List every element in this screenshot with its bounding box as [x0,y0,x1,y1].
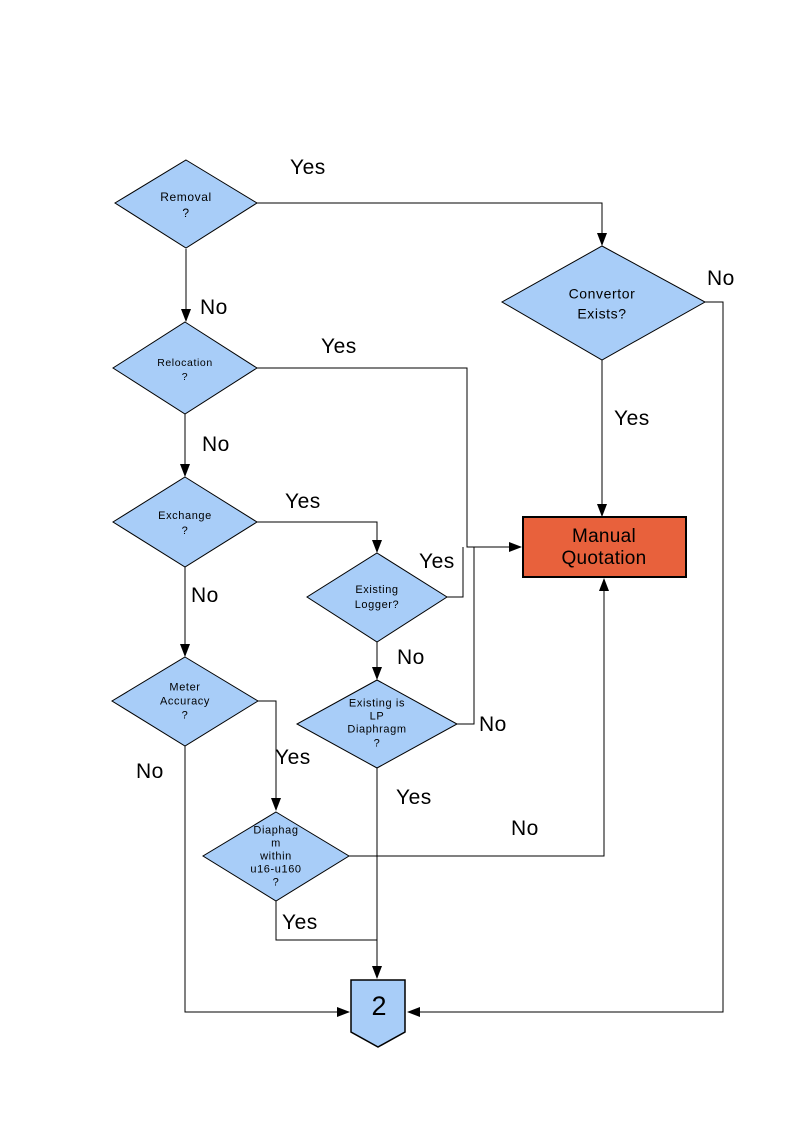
removal-diamond [114,159,258,249]
meter-accuracy-yes-label: Yes [275,746,311,769]
removal-no-label: No [200,296,228,319]
convertor-exists-diamond [500,245,707,361]
meter-accuracy-label: Meter Accuracy ? [159,681,211,721]
exchange-yes-label: Yes [285,490,321,513]
convertor-exists-label: Convertor Exists? [568,285,636,321]
edge-diaphragm-range-yes [275,901,377,941]
edge-meter-accuracy-no [184,746,350,1017]
manual-quotation-box [522,516,687,578]
exchange-label: Exchange ? [158,510,212,537]
diaphragm-range-no-label: No [511,817,539,840]
edge-exchange-yes [257,521,382,553]
existing-logger-diamond [306,552,448,643]
manual-quotation-label: Manual Quotation [561,526,647,569]
lp-diaphragm-no-label: No [479,713,507,736]
exchange-no-label: No [191,584,219,607]
diaphragm-range-yes-label: Yes [282,911,318,934]
relocation-diamond [112,321,258,415]
relocation-yes-label: Yes [321,335,357,358]
convertor-no-label: No [707,267,735,290]
removal-label: Removal ? [160,189,212,220]
edge-convertor-no [407,301,724,1017]
diaphragm-range-diamond [202,811,350,902]
existing-logger-label: Existing Logger? [354,584,400,611]
edge-diaphragm-range-no [349,578,609,857]
meter-accuracy-diamond [111,656,259,747]
lp-diaphragm-yes-label: Yes [396,786,432,809]
edge-lp-diaphragm-no [457,547,475,725]
meter-accuracy-no-label: No [136,760,164,783]
lp-diaphragm-label: Existing is LP Diaphragm ? [347,697,407,750]
edge-removal-yes [257,202,607,246]
edge-meter-accuracy-yes [258,700,281,811]
relocation-label: Relocation ? [157,356,213,383]
existing-logger-no-label: No [397,646,425,669]
edge-existing-logger-yes [447,547,464,598]
exchange-diamond [112,476,258,568]
edge-relocation-yes [257,367,522,552]
offpage-connector-label: 2 [371,990,387,1021]
diaphragm-range-label: Diaphag m within u16-u160 ? [250,824,302,889]
offpage-connector-shape [350,979,406,1048]
relocation-no-label: No [202,433,230,456]
existing-logger-yes-label: Yes [419,550,455,573]
removal-yes-label: Yes [290,156,326,179]
lp-diaphragm-diamond [295,679,459,769]
convertor-yes-label: Yes [614,407,650,430]
